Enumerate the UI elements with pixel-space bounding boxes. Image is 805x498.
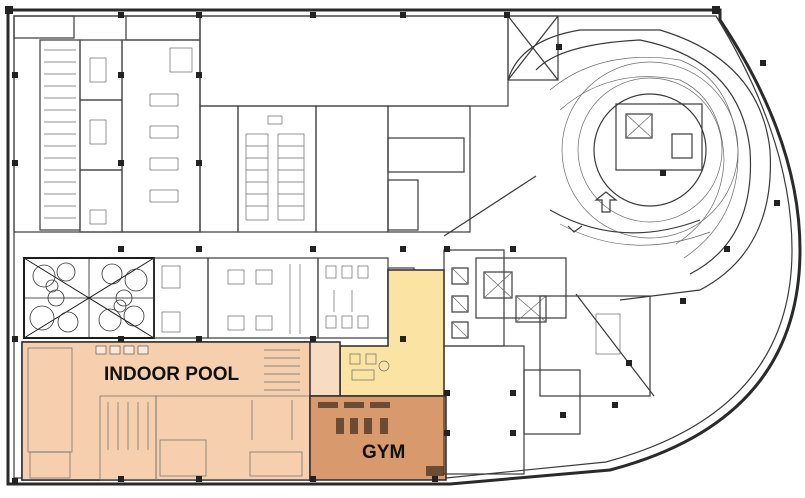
pool-loungers	[95, 345, 149, 355]
lounge-zone	[339, 269, 445, 397]
service-core	[443, 175, 581, 475]
parking-ramp	[507, 29, 772, 397]
building-envelope	[6, 8, 802, 486]
structural-columns	[5, 6, 780, 484]
indoor-pool-zone	[21, 341, 311, 481]
indoor-pool-label: INDOOR POOL	[104, 364, 240, 385]
office-area	[13, 15, 559, 233]
garden-courtyard	[23, 257, 155, 339]
gym-equipment	[318, 402, 444, 476]
restroom-block	[153, 257, 415, 339]
gym-label: GYM	[362, 442, 405, 463]
gym-zone	[309, 395, 447, 481]
lounge-furniture	[349, 353, 390, 381]
pool-stairs	[264, 349, 300, 391]
pool-interior-lines	[27, 347, 311, 481]
